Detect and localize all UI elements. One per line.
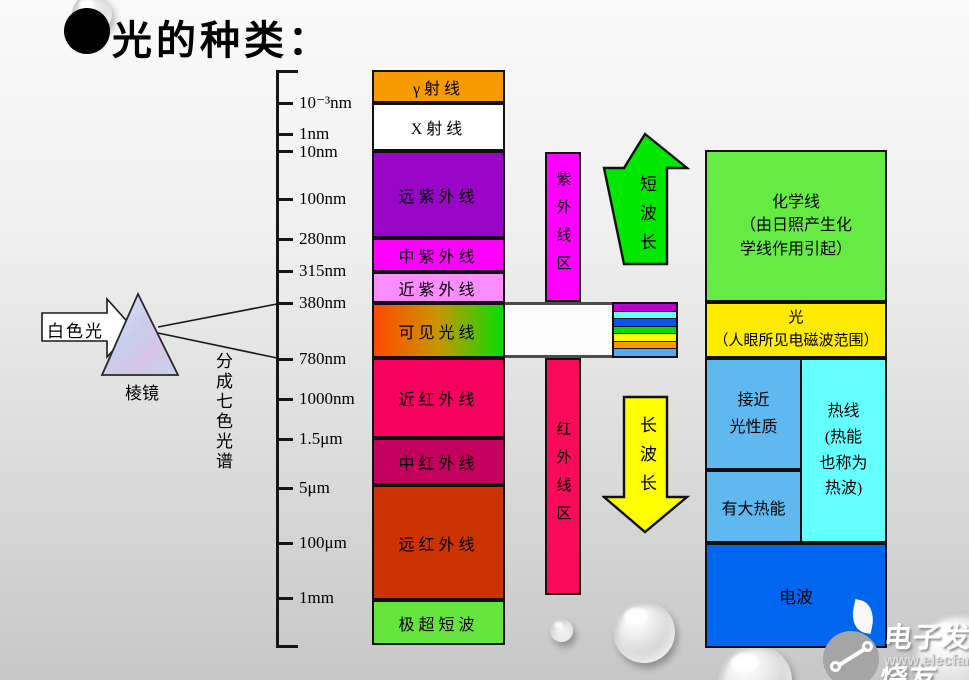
long-wave-arrow-shape — [602, 395, 690, 534]
prism-triangle-icon — [100, 291, 180, 376]
short-wave-arrow-shape — [602, 132, 690, 266]
axis-tick-label: 780nm — [299, 349, 347, 368]
axis-tick — [276, 358, 293, 361]
axis-tick-label: 100μm — [299, 533, 347, 552]
watermark-logo-node — [862, 641, 873, 652]
axis-tick — [276, 150, 293, 153]
uv-region-label: 紫外线区 — [554, 171, 571, 283]
axis-bottom-cap — [276, 645, 298, 648]
axis-tick-label: 10nm — [299, 142, 338, 161]
heat-ray-label: 热线 (热能 也称为 热波) — [819, 403, 868, 498]
axis-tick-label: 1000nm — [299, 389, 355, 408]
stripe-skyblue — [614, 349, 676, 356]
axis-tick — [276, 133, 293, 136]
band-gamma: γ射线 — [372, 70, 505, 103]
radio-wave-box: 电波 — [705, 543, 887, 648]
axis-tick — [276, 270, 293, 273]
band-xray: X射线 — [372, 103, 505, 151]
band-far-uv-label: 远紫外线 — [398, 188, 479, 206]
axis-tick — [276, 597, 293, 600]
band-visible: 可见光线 — [372, 303, 505, 358]
decor-bubble — [718, 644, 792, 680]
long-wave-label: 长波长 — [637, 415, 656, 503]
band-uhf-label: 极超短波 — [398, 616, 479, 634]
split-spectrum-label: 分成七色光谱 — [213, 352, 232, 472]
short-wave-arrow-icon — [602, 132, 690, 266]
decor-bubble — [613, 601, 675, 663]
band-mid-ir: 中红外线 — [372, 438, 505, 485]
axis-top-cap — [276, 70, 298, 73]
big-heat-label: 有大热能 — [721, 500, 786, 518]
watermark-logo-node — [830, 661, 841, 672]
ir-region-bar: 红外线区 — [545, 358, 581, 595]
band-near-ir: 近红外线 — [372, 358, 505, 438]
stripe-green — [614, 326, 676, 334]
axis-tick-label: 315nm — [299, 261, 347, 280]
band-near-uv-label: 近紫外线 — [398, 281, 479, 299]
stripe-yellow — [614, 334, 676, 341]
page-title: 光的种类： — [112, 18, 332, 63]
stripe-cyan — [614, 311, 676, 319]
watermark-brand: 电子发烧友 — [878, 623, 969, 680]
stripe-orange — [614, 341, 676, 349]
band-xray-label: X射线 — [410, 121, 467, 138]
band-mid-uv: 中紫外线 — [372, 238, 505, 272]
ir-region-label: 红外线区 — [554, 420, 571, 533]
band-mid-ir-label: 中红外线 — [398, 455, 479, 473]
band-mid-uv-label: 中紫外线 — [398, 249, 479, 266]
ray-upper-line — [157, 303, 278, 328]
axis-tick — [276, 302, 293, 305]
axis-tick-label: 280nm — [299, 229, 347, 248]
long-wave-arrow-icon — [602, 395, 690, 534]
band-gamma-label: γ射线 — [412, 80, 465, 98]
chemical-ray-label: 化学线 （由日照产生化 学线作用引起） — [739, 194, 852, 258]
axis-tick — [276, 238, 293, 241]
axis-tick — [276, 487, 293, 490]
axis-tick-label: 100nm — [299, 189, 347, 208]
axis-tick — [276, 438, 293, 441]
band-far-ir-label: 远红外线 — [398, 536, 479, 554]
light-box-label: 光 （人眼所见电磁波范围） — [713, 309, 879, 349]
axis-tick-label: 1nm — [299, 124, 330, 143]
band-visible-label: 可见光线 — [398, 324, 479, 342]
band-near-uv: 近紫外线 — [372, 272, 505, 303]
heat-ray-box: 热线 (热能 也称为 热波) — [800, 358, 887, 543]
decor-bubble — [550, 619, 573, 642]
band-far-ir: 远红外线 — [372, 485, 505, 600]
axis-tick-label: 1mm — [299, 588, 334, 607]
big-heat-box: 有大热能 — [705, 470, 802, 543]
rainbow-stripes — [612, 302, 678, 358]
axis-tick — [276, 398, 293, 401]
axis-tick — [276, 102, 293, 105]
ray-lower-line — [157, 332, 278, 359]
axis-tick — [276, 198, 293, 201]
watermark-url: www.elecfans.com — [884, 652, 969, 669]
band-near-ir-label: 近红外线 — [398, 392, 479, 409]
light-box: 光 （人眼所见电磁波范围） — [705, 302, 887, 358]
stripe-blue — [614, 319, 676, 326]
prism-label: 棱镜 — [125, 384, 159, 403]
band-uhf: 极超短波 — [372, 600, 505, 645]
title-bullet-icon — [64, 8, 110, 54]
axis-tick-label: 380nm — [299, 293, 347, 312]
chemical-ray-box: 化学线 （由日照产生化 学线作用引起） — [705, 150, 887, 302]
axis-tick-label: 5μm — [299, 478, 330, 497]
axis-tick-label: 1.5μm — [299, 429, 343, 448]
near-light-box: 接近 光性质 — [705, 358, 802, 470]
near-light-label: 接近 光性质 — [729, 391, 778, 436]
axis-tick — [276, 542, 293, 545]
radio-wave-label: 电波 — [779, 588, 813, 607]
uv-region-bar: 紫外线区 — [545, 152, 581, 302]
white-light-label: 白色光 — [47, 322, 104, 341]
short-wave-label: 短波长 — [637, 174, 656, 262]
band-far-uv: 远紫外线 — [372, 151, 505, 238]
prism-diagram — [41, 291, 278, 376]
stripe-violet — [614, 304, 676, 311]
axis-tick-label: 10⁻³nm — [299, 93, 352, 112]
